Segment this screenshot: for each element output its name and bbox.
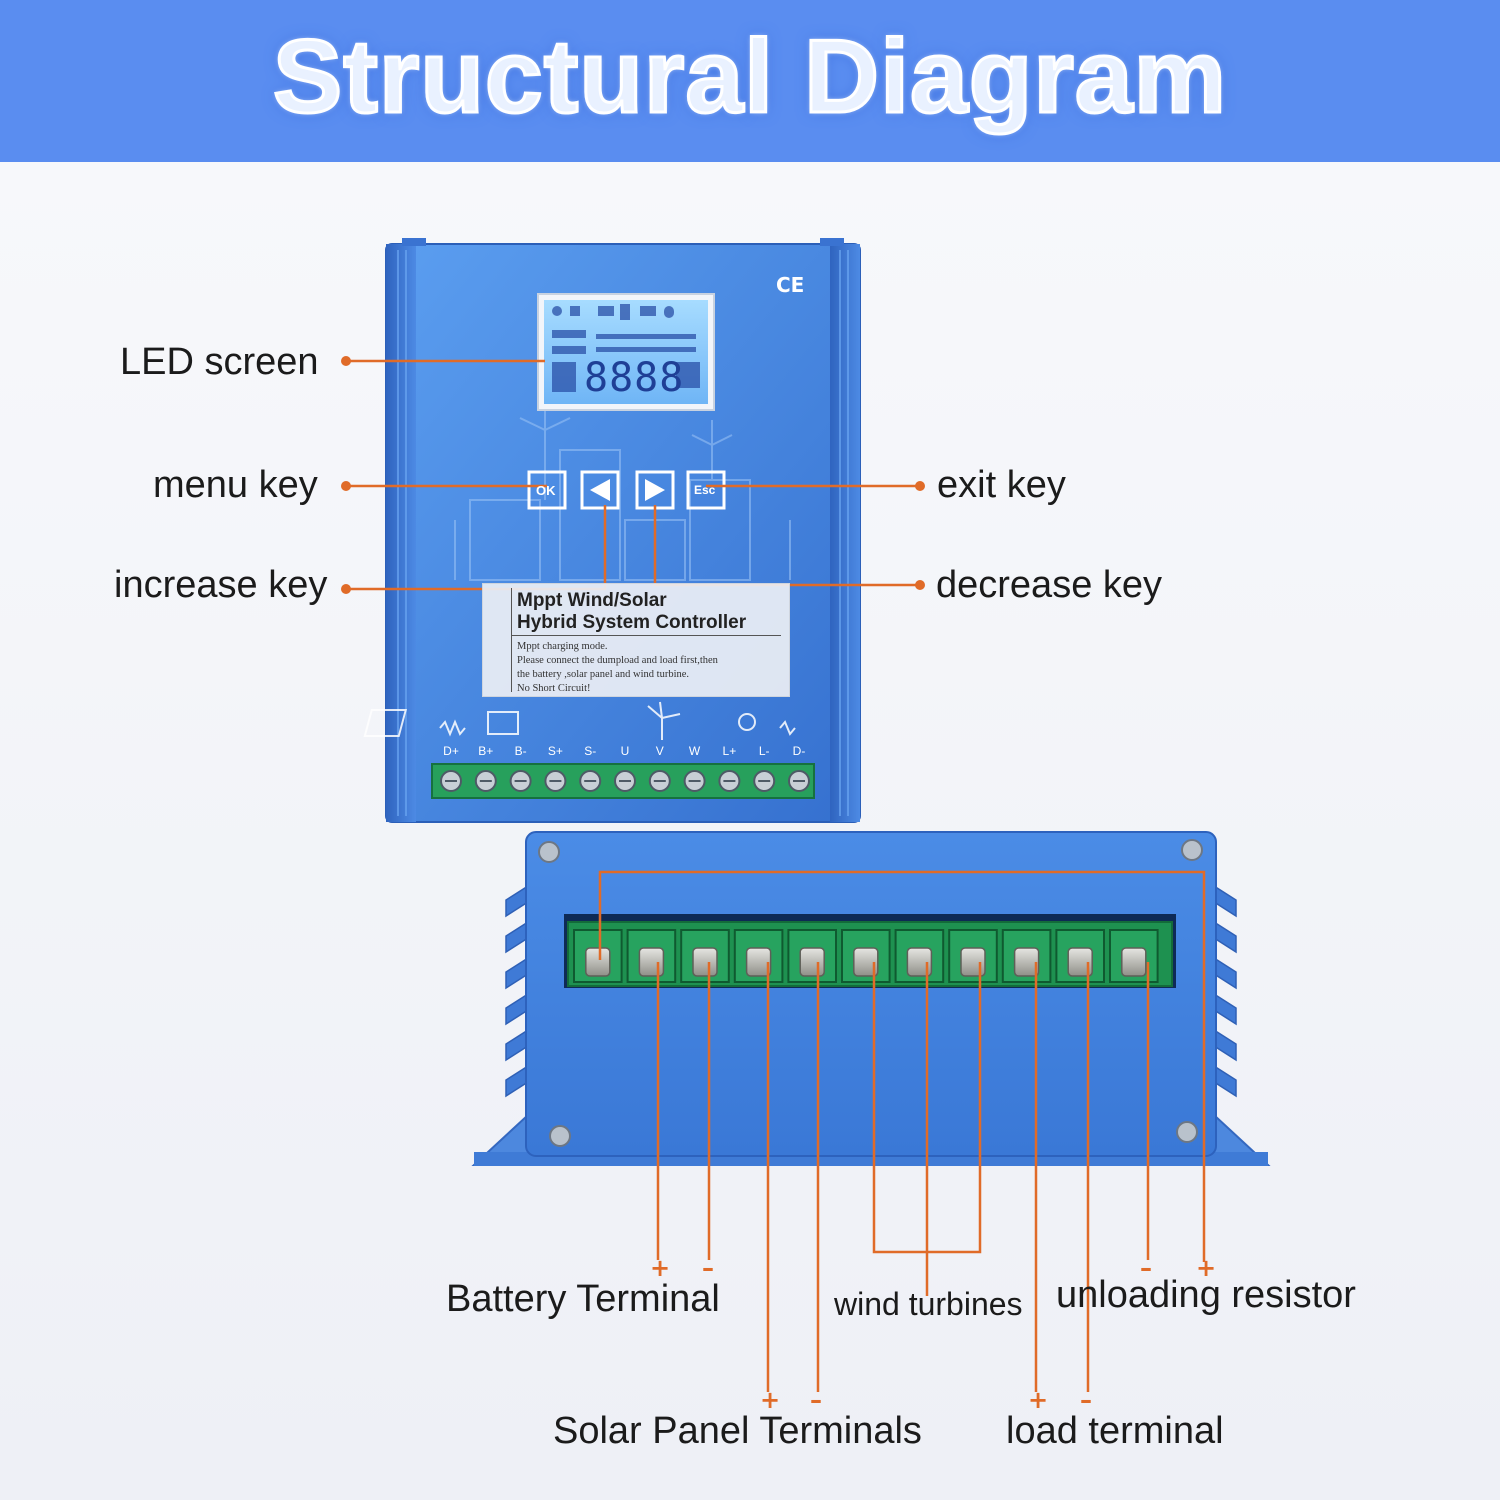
terminal-screw-cap (585, 947, 611, 977)
bottom-terminal-cells (573, 929, 1159, 983)
front-terminal-label: U (620, 744, 630, 758)
title-banner: Structural Diagram (0, 0, 1500, 162)
front-terminal-label: V (655, 744, 664, 758)
terminal-screw-cap (960, 947, 986, 977)
terminal-screw-cap (745, 947, 772, 977)
battery-minus-sign: – (702, 1254, 714, 1282)
front-button-esc[interactable] (686, 470, 726, 510)
front-terminal-label: D- (792, 744, 806, 758)
front-terminal-label: L- (758, 744, 770, 758)
sticker-line: the battery ,solar panel and wind turbin… (517, 669, 690, 680)
sticker-line: Mppt charging mode. (517, 641, 608, 652)
front-terminal-label: S+ (547, 744, 563, 758)
terminal-screw-cap (1067, 947, 1093, 977)
lcd-digits: 8888 (584, 355, 685, 401)
sticker-title-line1: Mppt Wind/Solar (517, 590, 667, 611)
front-top-nub-right (820, 238, 844, 246)
terminal-screw-cap (1013, 947, 1040, 977)
front-terminal-label: D+ (443, 744, 459, 758)
solar-plus-sign: + (760, 1386, 781, 1414)
front-terminal-label: B+ (478, 744, 494, 758)
front-terminal-screws (440, 770, 810, 792)
callout-led-screen: LED screen (120, 341, 319, 383)
battery-plus-sign: + (650, 1254, 671, 1282)
solar-minus-sign: – (810, 1386, 822, 1414)
sticker-line: No Short Circuit! (517, 683, 591, 694)
ce-mark: CE (776, 273, 804, 297)
terminal-cell (626, 929, 677, 983)
battery-icon (487, 711, 519, 735)
callout-exit-key: exit key (937, 464, 1066, 506)
label-load-terminal: load terminal (1006, 1410, 1224, 1452)
terminal-screw-cap (1121, 947, 1147, 977)
page-title: Structural Diagram (271, 18, 1228, 137)
label-wind-turbines: wind turbines (834, 1286, 1023, 1322)
front-button-ok[interactable] (527, 470, 567, 510)
terminal-screw-cap (799, 947, 825, 977)
sticker-title-line2: Hybrid System Controller (517, 612, 747, 633)
terminal-screw-cap (906, 947, 933, 977)
load-plus-sign: + (1028, 1386, 1049, 1414)
resistor-icon (439, 719, 466, 737)
product-sticker: Mppt Wind/Solar Hybrid System Controller… (482, 583, 790, 697)
esc-button-label: Esc (694, 483, 716, 497)
front-top-nub-left (402, 238, 426, 246)
callout-decrease-key: decrease key (936, 564, 1163, 606)
callout-dots (341, 356, 925, 594)
terminal-screw-cap (638, 947, 665, 977)
callout-lines (346, 359, 1206, 1392)
terminal-screw-cap (853, 947, 879, 977)
label-solar-panel-terminals: Solar Panel Terminals (553, 1410, 922, 1452)
right-arrow-icon (645, 479, 665, 501)
ok-button-label: OK (536, 483, 556, 498)
front-terminal-label: S- (584, 744, 597, 758)
front-button-left[interactable] (580, 470, 620, 510)
front-device (385, 243, 861, 823)
lamp-icon (738, 713, 756, 731)
left-arrow-icon (590, 479, 610, 501)
load-minus-sign: – (1080, 1386, 1092, 1414)
front-terminal-label: W (688, 744, 701, 758)
unloading-plus-leader (598, 870, 1206, 1262)
callout-menu-key: menu key (153, 464, 318, 506)
wind-turbine-icon (647, 701, 681, 740)
sticker-line: Please connect the dumpload and load fir… (517, 655, 718, 666)
front-terminal-label: B- (514, 744, 527, 758)
unloading-minus-sign: – (1140, 1254, 1152, 1282)
terminal-screw-cap (692, 947, 718, 977)
label-battery-terminal: Battery Terminal (446, 1278, 720, 1320)
callout-increase-key: increase key (114, 564, 328, 606)
label-unloading-resistor: unloading resistor (1056, 1274, 1356, 1316)
unloading-plus-sign: + (1196, 1254, 1217, 1282)
front-terminal-label: L+ (722, 744, 737, 758)
sticker-body: Mppt charging mode. Please connect the d… (517, 640, 787, 696)
solar-panel-icon (363, 709, 408, 737)
dump-load-icon (779, 720, 796, 736)
